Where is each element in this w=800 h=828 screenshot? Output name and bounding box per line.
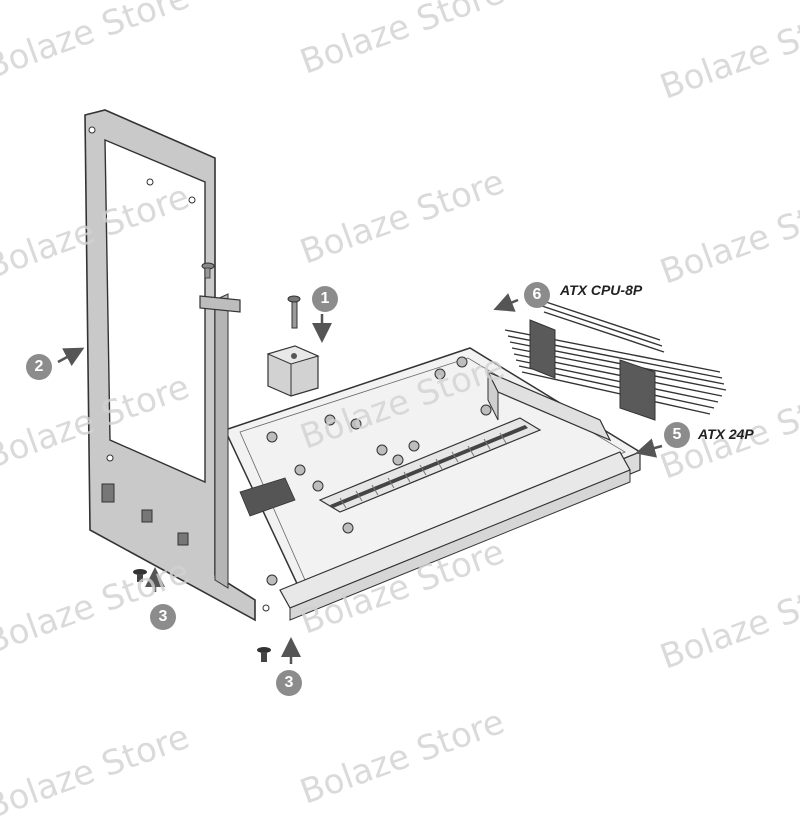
callout-6: 6 (524, 282, 550, 308)
label-atx-cpu-8p: ATX CPU-8P (560, 282, 643, 298)
callout-3b: 3 (276, 670, 302, 696)
callout-5: 5 (664, 422, 690, 448)
board-logo (239, 477, 296, 517)
cable-plug-housings (529, 319, 656, 421)
screw-1 (287, 295, 301, 329)
pcie-slot-pins (339, 432, 507, 509)
bracket-screw (201, 262, 215, 279)
callout-3a: 3 (150, 604, 176, 630)
callout-1: 1 (312, 286, 338, 312)
diagram-drawing (57, 109, 727, 664)
vertical-bracket (84, 109, 256, 622)
callout-2: 2 (26, 354, 52, 380)
mounting-block (266, 345, 320, 397)
atx-24p-connector (486, 370, 612, 442)
bracket-tab (199, 295, 241, 313)
arrows (57, 293, 663, 664)
bracket-holes (88, 126, 270, 612)
board-standoffs (266, 356, 492, 586)
screw-3a (133, 569, 147, 582)
bracket-io-ports (101, 483, 189, 546)
label-atx-24p: ATX 24P (698, 426, 754, 442)
screw-3b (257, 647, 271, 662)
board-rail (279, 451, 631, 621)
